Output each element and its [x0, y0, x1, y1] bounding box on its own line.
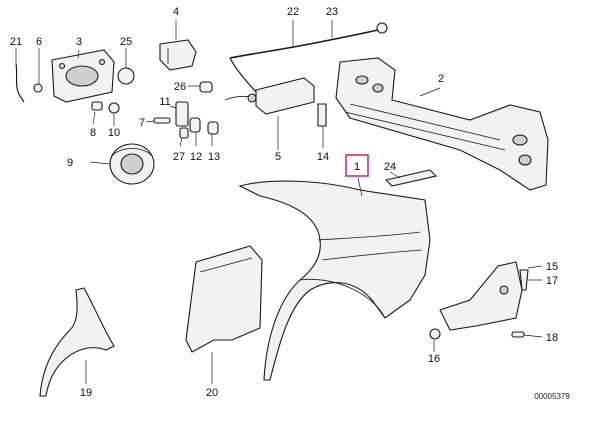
callout-12[interactable]: 12 [190, 151, 202, 163]
cap-part-25[interactable] [117, 67, 135, 85]
bracket-part-15[interactable] [439, 261, 523, 331]
leader-lines [15, 20, 543, 384]
callout-labels: 1 2 3 4 5 6 7 8 9 10 11 12 13 14 15 16 1… [10, 6, 558, 399]
actuator-part[interactable] [224, 77, 315, 115]
bracket-part-4[interactable] [159, 39, 197, 71]
callout-13[interactable]: 13 [208, 151, 220, 163]
bolt-part-10[interactable] [108, 102, 120, 114]
cable-part-22[interactable] [229, 41, 321, 93]
callout-19[interactable]: 19 [80, 387, 92, 399]
callout-8[interactable]: 8 [90, 127, 96, 139]
callout-2[interactable]: 2 [438, 73, 444, 85]
callout-10[interactable]: 10 [108, 127, 120, 139]
rear-trunk-panel-part[interactable] [335, 57, 549, 191]
callout-22[interactable]: 22 [287, 6, 299, 18]
cable-part-23[interactable] [319, 22, 388, 43]
side-panel-part[interactable] [238, 180, 431, 381]
callout-18[interactable]: 18 [546, 332, 558, 344]
pin-part-27[interactable] [179, 127, 189, 139]
callout-11[interactable]: 11 [159, 96, 170, 108]
callout-17[interactable]: 17 [546, 275, 558, 287]
trim-strip-part[interactable] [384, 169, 438, 187]
plug-part-12[interactable] [189, 117, 201, 133]
plug-part-13[interactable] [207, 121, 219, 135]
callout-5[interactable]: 5 [275, 151, 281, 163]
screw-part-14[interactable] [317, 103, 327, 127]
callout-7[interactable]: 7 [139, 117, 145, 129]
callout-23[interactable]: 23 [326, 6, 338, 18]
callout-26[interactable]: 26 [174, 81, 186, 93]
bracket-part-11[interactable] [175, 101, 189, 127]
callout-16[interactable]: 16 [428, 353, 440, 365]
fastener-part-6[interactable] [33, 83, 43, 93]
inner-panel-part[interactable] [185, 245, 263, 353]
fuel-filler-housing-part[interactable] [51, 49, 115, 103]
callout-6[interactable]: 6 [36, 36, 42, 48]
callout-25[interactable]: 25 [120, 36, 132, 48]
bolt-part-18[interactable] [511, 331, 525, 338]
screw-part-7[interactable] [153, 117, 171, 124]
diagram-reference-number: 00005379 [534, 392, 570, 401]
pin-part-26[interactable] [199, 81, 213, 93]
grommet-part[interactable] [109, 143, 155, 185]
callout-14[interactable]: 14 [317, 151, 329, 163]
nut-part-16[interactable] [429, 328, 441, 340]
callout-4[interactable]: 4 [173, 6, 179, 18]
callout-20[interactable]: 20 [206, 387, 218, 399]
callout-24[interactable]: 24 [384, 161, 396, 173]
callout-21[interactable]: 21 [10, 36, 22, 48]
screw-part-17[interactable] [519, 269, 529, 291]
clip-part-21[interactable] [15, 63, 25, 103]
wheel-arch-liner-part[interactable] [39, 287, 115, 397]
highlight-box [345, 154, 369, 177]
callout-15[interactable]: 15 [546, 261, 558, 273]
callout-1[interactable]: 1 [354, 161, 360, 173]
callout-27[interactable]: 27 [173, 151, 185, 163]
callout-9[interactable]: 9 [67, 157, 73, 169]
callout-3[interactable]: 3 [76, 36, 82, 48]
nut-part-8[interactable] [91, 101, 103, 111]
